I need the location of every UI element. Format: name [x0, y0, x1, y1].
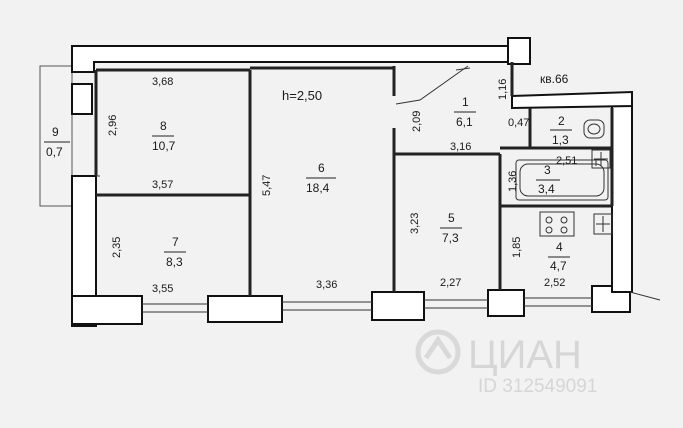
dim-r3-top: 2,51: [556, 155, 577, 167]
dim-r3-left: 1,36: [507, 171, 519, 192]
room-number: 7: [172, 235, 179, 249]
dimension-labels-vertical: 2,96 2,35 5,47 2,09 1,16 3,23 1,36 1,85: [107, 79, 523, 258]
apartment-label: кв.66: [540, 72, 569, 86]
dim-r6-right: 5,47: [261, 175, 273, 196]
room-number: 3: [544, 163, 551, 177]
room-1: 1 6,1: [454, 95, 476, 129]
room-6: 6 18,4: [306, 161, 336, 195]
room-number: 9: [52, 125, 59, 139]
bathtub-icon: [515, 159, 609, 201]
dim-r7-left: 2,35: [111, 237, 123, 258]
dim-r4-left: 1,85: [511, 237, 523, 258]
room-number: 8: [160, 119, 167, 133]
room-area: 18,4: [306, 181, 330, 195]
room-7: 7 8,3: [164, 235, 186, 269]
room-number: 5: [448, 211, 455, 225]
room-number: 4: [556, 240, 563, 254]
room-2: 2 1,3: [550, 114, 572, 147]
room-area: 3,4: [538, 182, 555, 196]
stove-icon: [539, 211, 575, 237]
dim-r5-left: 3,23: [409, 213, 421, 234]
interior-walls: [94, 62, 614, 296]
room-area: 7,3: [442, 231, 459, 245]
room-area: 4,7: [550, 259, 567, 273]
room-area: 8,3: [166, 255, 183, 269]
cian-watermark: ЦИАН ID 312549091: [415, 329, 597, 397]
windows-bottom: [142, 291, 661, 313]
dim-r1-bottom: 3,16: [450, 141, 471, 153]
dim-r6-bottom: 3,36: [316, 279, 337, 291]
room-area: 10,7: [152, 139, 176, 153]
room-4: 4 4,7: [548, 240, 570, 273]
dim-r8-left: 2,96: [107, 115, 119, 136]
dim-r8-bottom: 3,57: [152, 179, 173, 191]
room-area: 1,3: [552, 133, 569, 147]
dim-r1-left: 2,09: [411, 111, 423, 132]
room-area: 6,1: [456, 115, 473, 129]
dim-r1-right: 1,16: [497, 79, 509, 100]
kitchen-sink-icon: [593, 213, 613, 235]
dim-r8-top: 3,68: [152, 76, 173, 88]
room-area: 0,7: [46, 145, 63, 159]
dimension-labels: 3,68 3,57 3,55 3,36 2,27 2,52 3,16 2,51 …: [152, 76, 577, 295]
sink-icon: [591, 149, 611, 169]
room-3: 3 3,4: [536, 163, 560, 196]
watermark-brand: ЦИАН: [468, 333, 582, 377]
dim-r7-bottom: 3,55: [152, 283, 173, 295]
cian-logo-icon: [415, 329, 461, 375]
room-number: 6: [318, 161, 325, 175]
ceiling-height-label: h=2,50: [282, 88, 322, 103]
room-8: 8 10,7: [152, 119, 176, 153]
dim-r5-bottom: 2,27: [440, 277, 461, 289]
toilet-icon: [583, 119, 605, 139]
room-5: 5 7,3: [440, 211, 462, 245]
watermark-id: ID 312549091: [478, 376, 597, 397]
room-number: 1: [462, 95, 469, 109]
dim-r2-left: 0,47: [508, 117, 529, 129]
exterior-walls: [71, 37, 633, 327]
doors: [96, 65, 471, 177]
room-9: 9 0,7: [44, 125, 70, 159]
room-number: 2: [558, 114, 565, 128]
dim-r4-bottom: 2,52: [544, 277, 565, 289]
